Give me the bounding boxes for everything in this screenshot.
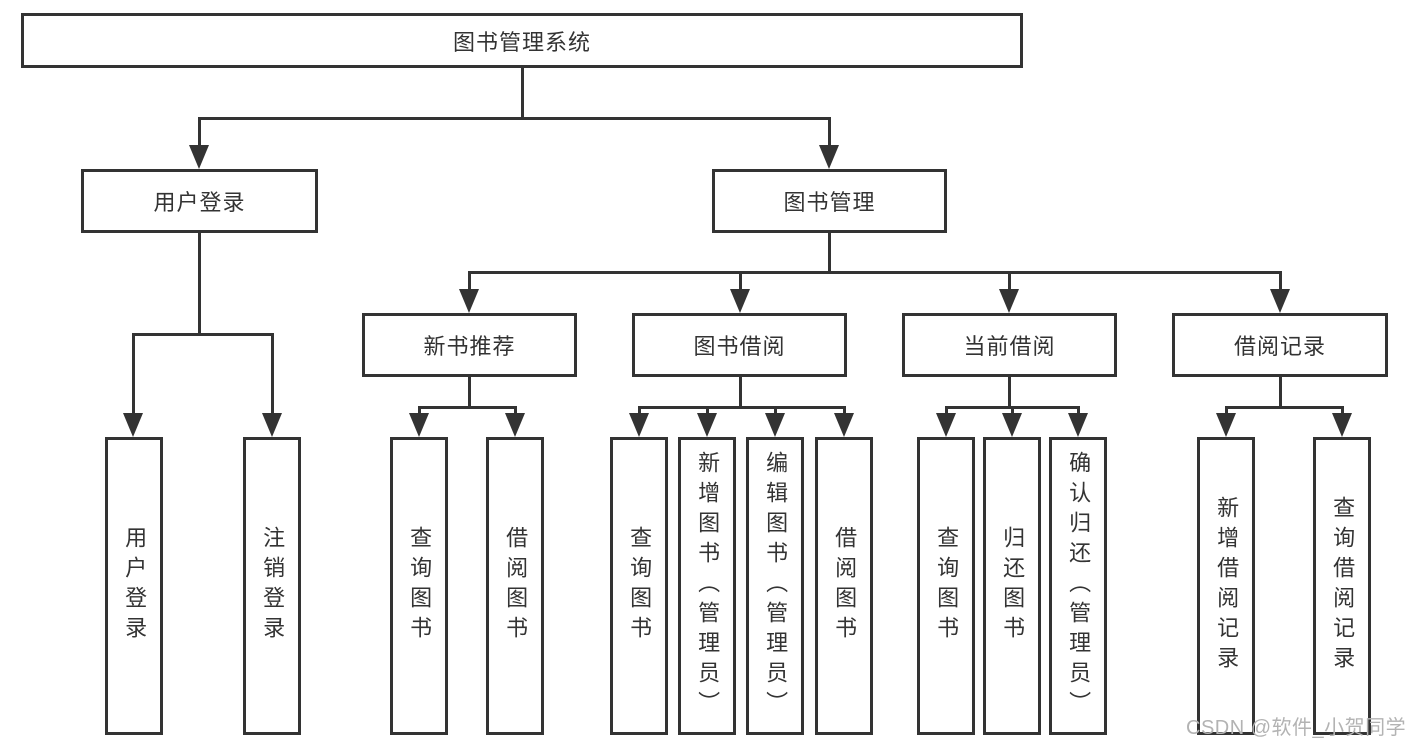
connector-line bbox=[197, 233, 201, 335]
connector-line bbox=[197, 116, 831, 120]
node-new-book-recommendation: 新书推荐 bbox=[362, 313, 577, 377]
arrow-down-icon bbox=[505, 413, 525, 437]
connector-line bbox=[513, 407, 517, 417]
leaf-query-books-current: 查询图书 bbox=[917, 437, 975, 735]
connector-line bbox=[1076, 407, 1080, 417]
leaf-query-borrow-record: 查询借阅记录 bbox=[1313, 437, 1371, 735]
connector-line bbox=[738, 272, 742, 291]
connector-line bbox=[1224, 405, 1344, 409]
arrow-down-icon bbox=[1002, 413, 1022, 437]
connector-line bbox=[1010, 407, 1014, 417]
connector-line bbox=[197, 118, 201, 147]
connector-line bbox=[827, 118, 831, 147]
connector-line bbox=[520, 68, 524, 119]
leaf-query-books-recommend-label: 查询图书 bbox=[407, 526, 433, 646]
node-borrowing-records-label: 借阅记录 bbox=[1233, 334, 1326, 359]
connector-line bbox=[944, 405, 1080, 409]
leaf-confirm-return-admin: 确认归还（管理员） bbox=[1049, 437, 1107, 735]
leaf-user-login-label: 用户登录 bbox=[122, 526, 148, 646]
leaf-edit-book-admin: 编辑图书（管理员） bbox=[746, 437, 804, 735]
leaf-return-book-label: 归还图书 bbox=[1000, 526, 1026, 646]
connector-line bbox=[270, 334, 274, 415]
leaf-borrow-books-recommend-label: 借阅图书 bbox=[503, 526, 529, 646]
arrow-down-icon bbox=[697, 413, 717, 437]
connector-line bbox=[773, 407, 777, 417]
leaf-add-book-admin-label: 新增图书（管理员） bbox=[695, 451, 721, 721]
connector-line bbox=[467, 272, 471, 291]
leaf-user-login: 用户登录 bbox=[105, 437, 163, 735]
leaf-query-books-borrow-label: 查询图书 bbox=[627, 526, 653, 646]
connector-line bbox=[842, 407, 846, 417]
leaf-new-borrow-record-label: 新增借阅记录 bbox=[1214, 496, 1240, 676]
connector-line bbox=[738, 377, 742, 408]
leaf-borrow-books-label: 借阅图书 bbox=[832, 526, 858, 646]
node-library-system-label: 图书管理系统 bbox=[452, 29, 591, 55]
arrow-down-icon bbox=[1216, 413, 1236, 437]
arrow-down-icon bbox=[629, 413, 649, 437]
node-user-login: 用户登录 bbox=[81, 169, 318, 233]
arrow-down-icon bbox=[1068, 413, 1088, 437]
connector-line bbox=[131, 332, 274, 336]
connector-line bbox=[417, 407, 421, 417]
node-book-borrowing-label: 图书借阅 bbox=[693, 334, 786, 359]
arrow-down-icon bbox=[123, 413, 143, 437]
leaf-query-books-borrow: 查询图书 bbox=[610, 437, 668, 735]
connector-line bbox=[131, 334, 135, 415]
connector-line bbox=[1278, 272, 1282, 291]
connector-line bbox=[1007, 377, 1011, 408]
connector-line bbox=[467, 377, 471, 408]
leaf-query-books-current-label: 查询图书 bbox=[934, 526, 960, 646]
node-book-borrowing: 图书借阅 bbox=[632, 313, 847, 377]
leaf-logout-label: 注销登录 bbox=[260, 526, 286, 646]
leaf-return-book: 归还图书 bbox=[983, 437, 1041, 735]
leaf-logout: 注销登录 bbox=[243, 437, 301, 735]
arrow-down-icon bbox=[1332, 413, 1352, 437]
node-new-book-recommendation-label: 新书推荐 bbox=[423, 334, 516, 359]
leaf-query-borrow-record-label: 查询借阅记录 bbox=[1330, 496, 1356, 676]
leaf-confirm-return-admin-label: 确认归还（管理员） bbox=[1066, 451, 1092, 721]
arrow-down-icon bbox=[1270, 289, 1290, 313]
leaf-new-borrow-record: 新增借阅记录 bbox=[1197, 437, 1255, 735]
connector-line bbox=[1224, 407, 1228, 417]
arrow-down-icon bbox=[819, 145, 839, 169]
arrow-down-icon bbox=[834, 413, 854, 437]
connector-line bbox=[1278, 377, 1282, 408]
connector-line bbox=[637, 407, 641, 417]
leaf-borrow-books: 借阅图书 bbox=[815, 437, 873, 735]
arrow-down-icon bbox=[409, 413, 429, 437]
node-book-management: 图书管理 bbox=[712, 169, 947, 233]
connector-line bbox=[467, 270, 1282, 274]
node-current-borrowing-label: 当前借阅 bbox=[963, 334, 1056, 359]
csdn-watermark: CSDN @软件_小贺同学 bbox=[1186, 717, 1405, 739]
arrow-down-icon bbox=[459, 289, 479, 313]
arrow-down-icon bbox=[999, 289, 1019, 313]
node-current-borrowing: 当前借阅 bbox=[902, 313, 1117, 377]
connector-line bbox=[827, 233, 831, 273]
connector-line bbox=[637, 405, 846, 409]
connector-line bbox=[1007, 272, 1011, 291]
node-library-system: 图书管理系统 bbox=[21, 13, 1023, 68]
arrow-down-icon bbox=[936, 413, 956, 437]
leaf-edit-book-admin-label: 编辑图书（管理员） bbox=[763, 451, 789, 721]
arrow-down-icon bbox=[765, 413, 785, 437]
leaf-query-books-recommend: 查询图书 bbox=[390, 437, 448, 735]
connector-line bbox=[417, 405, 517, 409]
arrow-down-icon bbox=[262, 413, 282, 437]
arrow-down-icon bbox=[730, 289, 750, 313]
connector-line bbox=[1340, 407, 1344, 417]
connector-line bbox=[944, 407, 948, 417]
arrow-down-icon bbox=[189, 145, 209, 169]
leaf-add-book-admin: 新增图书（管理员） bbox=[678, 437, 736, 735]
node-borrowing-records: 借阅记录 bbox=[1172, 313, 1388, 377]
connector-line bbox=[705, 407, 709, 417]
leaf-borrow-books-recommend: 借阅图书 bbox=[486, 437, 544, 735]
node-user-login-label: 用户登录 bbox=[153, 190, 246, 215]
node-book-management-label: 图书管理 bbox=[783, 190, 876, 215]
